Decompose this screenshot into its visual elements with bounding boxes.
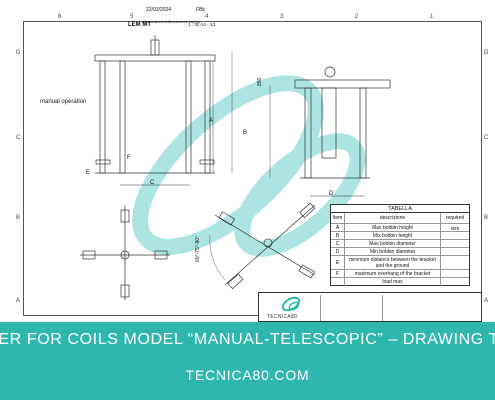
table-row: B Mix bobbin height: [331, 232, 469, 240]
table-row: C Max bobbin diameter: [331, 240, 469, 248]
title-block-fields: [385, 295, 481, 321]
table-cell-item: F: [331, 270, 345, 277]
dimension-a-label: A: [209, 118, 214, 124]
table-cell-item: [331, 278, 345, 286]
table-cell-item: B: [331, 232, 345, 239]
front-view: [94, 35, 233, 186]
table-cell-required-size[interactable]: [441, 270, 469, 277]
table-row: E minimum distance between the bracket a…: [331, 256, 469, 270]
dimension-f-label: F: [127, 155, 131, 161]
angle-label: 60°-75°-90°: [195, 235, 201, 262]
technical-drawing: [80, 35, 391, 300]
dimension-c-label: C: [150, 180, 155, 186]
table-row: D Min bobbin diameter: [331, 248, 469, 256]
table-cell-required-size[interactable]: [441, 224, 469, 231]
frame-row-label: C: [484, 135, 489, 141]
table-cell-description: Mix bobbin height: [345, 232, 441, 239]
drawing-file: FBk: [196, 7, 205, 13]
table-cell-required-size[interactable]: [441, 240, 469, 247]
dimension-table: TABELLA Item descrizione required size A…: [330, 204, 470, 286]
drawing-description: attrezzatura sollevamento bobine: [142, 19, 201, 24]
table-cell-required-size[interactable]: [441, 232, 469, 239]
table-title: TABELLA: [331, 205, 469, 213]
frame-col-label: 2: [355, 14, 359, 20]
drawing-frame: [23, 21, 482, 316]
table-cell-description: Min bobbin diameter: [345, 248, 441, 255]
table-row: F maximum overhang of the bracket: [331, 270, 469, 278]
banner-title: TER FOR COILS MODEL “MANUAL-TELESCOPIC” …: [0, 331, 495, 348]
company-logo: TECNICA80: [261, 295, 321, 321]
table-header-description: descrizione: [345, 213, 441, 223]
table-cell-description: maximum overhang of the bracket: [345, 270, 441, 277]
frame-row-label: A: [16, 298, 21, 304]
manual-operation-label: manual operation: [40, 99, 87, 105]
drawing-code: LEM MT: [128, 22, 151, 28]
table-cell-item: E: [331, 256, 345, 269]
table-cell-description: load max: [345, 278, 441, 286]
table-header-row: Item descrizione required size: [331, 213, 469, 232]
table-cell-item: C: [331, 240, 345, 247]
watermark-logo: [132, 75, 366, 257]
dimension-b-label: B: [243, 130, 248, 136]
top-view-small: [80, 205, 170, 300]
dimension-850-label: 850: [257, 77, 263, 86]
drawing-date: 22/03/2024: [146, 7, 172, 13]
frame-col-label: 1: [430, 14, 434, 20]
drawing-scale: 1 : 30 A3 - 1/1: [188, 22, 217, 27]
frame-col-label: 4: [205, 14, 209, 20]
table-row: A Max bobbin height: [331, 224, 469, 232]
frame-row-label: D: [16, 50, 21, 56]
frame-row-label: D: [484, 50, 489, 56]
table-cell-item: A: [331, 224, 345, 231]
frame-col-label: 6: [58, 14, 62, 20]
table-cell-description: minimum distance between the bracket and…: [345, 256, 441, 269]
table-header-required-size: required size: [445, 215, 465, 232]
frame-row-label: A: [484, 298, 489, 304]
frame-row-label: B: [484, 215, 489, 221]
drawing-sheet: 6 5 4 3 2 1 D C B A D C B A manual opera…: [0, 0, 495, 322]
company-name: TECNICA80: [267, 314, 298, 320]
table-cell-item: D: [331, 248, 345, 255]
table-row: load max: [331, 278, 469, 286]
frame-row-label: B: [16, 215, 21, 221]
frame-col-label: 5: [130, 14, 134, 20]
side-view: [269, 66, 391, 197]
table-cell-description: Max bobbin height: [345, 224, 441, 231]
table-header-item: Item: [331, 213, 345, 223]
title-block-notes: [323, 295, 383, 321]
title-block: TECNICA80: [258, 292, 482, 322]
dimension-e-label: E: [86, 170, 91, 176]
table-cell-required-size[interactable]: [441, 278, 469, 286]
dimension-d-label: D: [329, 191, 334, 197]
frame-row-label: C: [16, 135, 21, 141]
table-cell-description: Max bobbin diameter: [345, 240, 441, 247]
company-logo-icon: [281, 296, 301, 312]
banner-website[interactable]: TECNICA80.COM: [185, 367, 310, 383]
frame-col-label: 3: [280, 14, 284, 20]
table-cell-required-size[interactable]: [441, 248, 469, 255]
table-cell-required-size[interactable]: [441, 256, 469, 269]
